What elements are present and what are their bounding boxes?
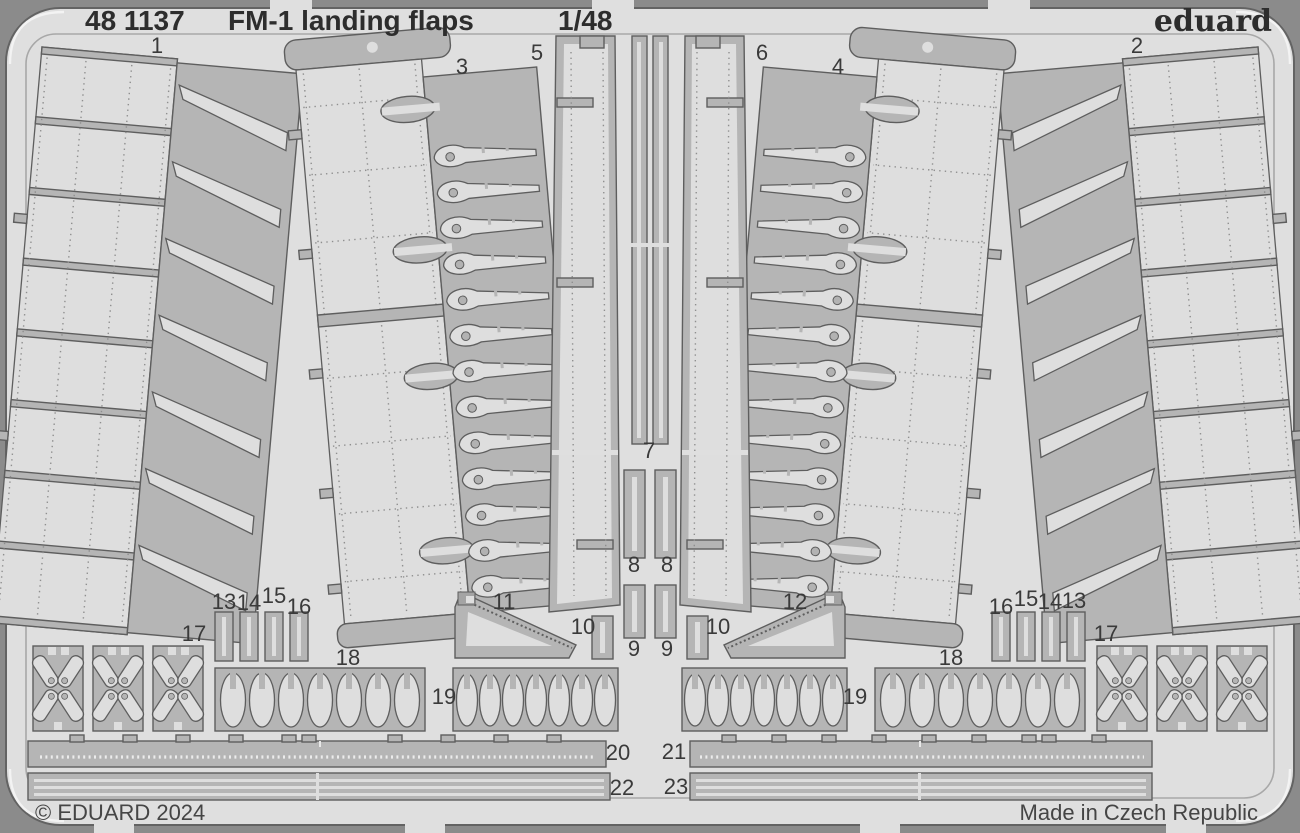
part-8-strip: [623, 469, 646, 559]
part-label-23: 23: [664, 774, 688, 799]
part-23-strip: [689, 772, 1153, 801]
part-15-strip: [264, 611, 284, 662]
part-label-22: 22: [610, 775, 634, 800]
part-label-5: 5: [531, 40, 543, 65]
plate-edge-tabs: [94, 0, 1206, 833]
part-label-7: 7: [643, 438, 655, 463]
part-17-plate: [149, 645, 207, 732]
scale-label: 1/48: [558, 5, 613, 36]
part-11: [454, 591, 577, 659]
part-label-11: 11: [493, 589, 516, 614]
part-label-13-right: 13: [1062, 588, 1086, 613]
part-1: [0, 46, 304, 645]
part-label-14-left: 14: [237, 590, 261, 615]
product-title: FM-1 landing flaps: [228, 5, 474, 36]
part-17-plate: [29, 645, 87, 732]
part-label-15-left: 15: [262, 583, 286, 608]
part-label-15-right: 15: [1014, 586, 1038, 611]
catalog-number: 48 1137: [85, 5, 185, 36]
part-label-18-right: 18: [939, 645, 963, 670]
copyright-text: © EDUARD 2024: [35, 800, 205, 825]
part-19-row: [452, 667, 619, 732]
part-7-strip: [630, 35, 649, 445]
part-label-21: 21: [662, 739, 686, 764]
part-22-strip: [27, 772, 611, 801]
part-label-8-right: 8: [661, 552, 673, 577]
part-21-strip: [689, 734, 1153, 768]
made-in-text: Made in Czech Republic: [1020, 800, 1258, 825]
part-label-17-left: 17: [182, 621, 206, 646]
eduard-logo: eduard: [1154, 4, 1272, 39]
part-17-plate: [89, 645, 147, 732]
part-label-14-right: 14: [1038, 589, 1062, 614]
part-label-16-left: 16: [287, 594, 311, 619]
part-label-10-right: 10: [706, 614, 730, 639]
part-5: [548, 35, 621, 613]
part-label-1: 1: [151, 33, 163, 58]
part-label-18-left: 18: [336, 645, 360, 670]
part-label-19-right: 19: [843, 684, 867, 709]
part-10-strip: [591, 615, 614, 660]
part-label-6: 6: [756, 40, 768, 65]
part-label-3: 3: [456, 54, 468, 79]
part-label-4: 4: [832, 54, 844, 79]
part-20-strip: [27, 734, 607, 768]
part-label-13-left: 13: [212, 589, 236, 614]
part-label-10-left: 10: [571, 614, 595, 639]
part-label-2: 2: [1131, 33, 1143, 58]
part-label-9-right: 9: [661, 636, 673, 661]
part-label-12: 12: [783, 589, 807, 614]
part-3: [283, 26, 585, 649]
part-label-8-left: 8: [628, 552, 640, 577]
corner-highlights: [8, 10, 1292, 823]
part-number-labels: 1 2 3 4 5 6 7 8 8 9 9 10 10 11 12 13 14 …: [151, 33, 1143, 800]
part-label-9-left: 9: [628, 636, 640, 661]
part-label-17-right: 17: [1094, 621, 1118, 646]
part-label-19-left: 19: [432, 684, 456, 709]
part-14-strip: [239, 611, 259, 662]
part-label-16-right: 16: [989, 594, 1013, 619]
part-16-strip: [289, 611, 309, 662]
part-13-strip: [214, 611, 234, 662]
part-label-20: 20: [606, 740, 630, 765]
part-18-row: [214, 667, 426, 732]
part-9-strip: [623, 584, 646, 639]
